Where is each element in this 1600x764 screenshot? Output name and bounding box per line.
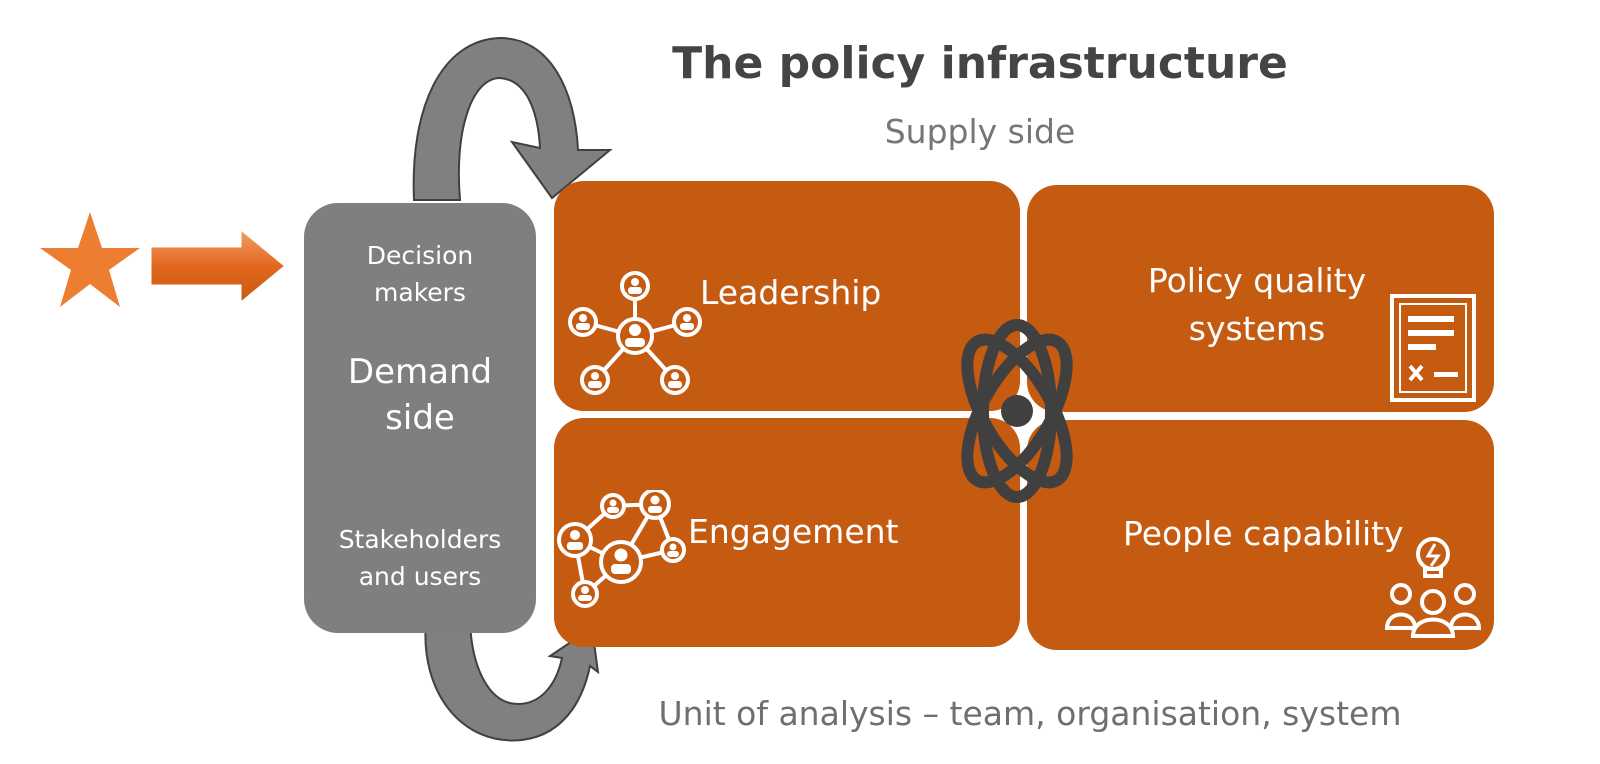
document-icon <box>1390 294 1476 402</box>
stakeholders-line1: Stakeholders <box>338 525 502 554</box>
connected-people-icon <box>557 490 686 608</box>
right-arrow-icon <box>148 224 289 308</box>
policy-quality-line1: Policy quality <box>1147 261 1367 300</box>
team-idea-icon <box>1385 537 1481 638</box>
people-capability-quadrant: People capability <box>1027 420 1494 650</box>
engagement-quadrant: Engagement <box>554 418 1020 647</box>
curved-arrow-icon <box>412 36 613 201</box>
policy-quality-line2: systems <box>1188 309 1326 348</box>
engagement-label: Engagement <box>688 512 899 551</box>
demand-side-line2: side <box>385 398 455 438</box>
demand-side-line1: Demand <box>347 352 493 392</box>
star-icon <box>40 212 140 307</box>
people-capability-label: People capability <box>1123 514 1404 553</box>
network-icon <box>568 271 702 395</box>
demand-side-box: Decision makers Demand side Stakeholders… <box>304 203 536 633</box>
decision-makers-line2: makers <box>374 278 466 307</box>
leadership-label: Leadership <box>700 273 882 312</box>
atom-icon <box>961 319 1073 503</box>
unit-of-analysis-label: Unit of analysis – team, organisation, s… <box>658 694 1402 733</box>
supply-side-label: Supply side <box>884 112 1076 151</box>
stakeholders-line2: and users <box>358 562 482 591</box>
curved-arrow-icon <box>424 621 600 742</box>
diagram-title: The policy infrastructure <box>672 38 1288 89</box>
decision-makers-line1: Decision <box>366 241 474 270</box>
